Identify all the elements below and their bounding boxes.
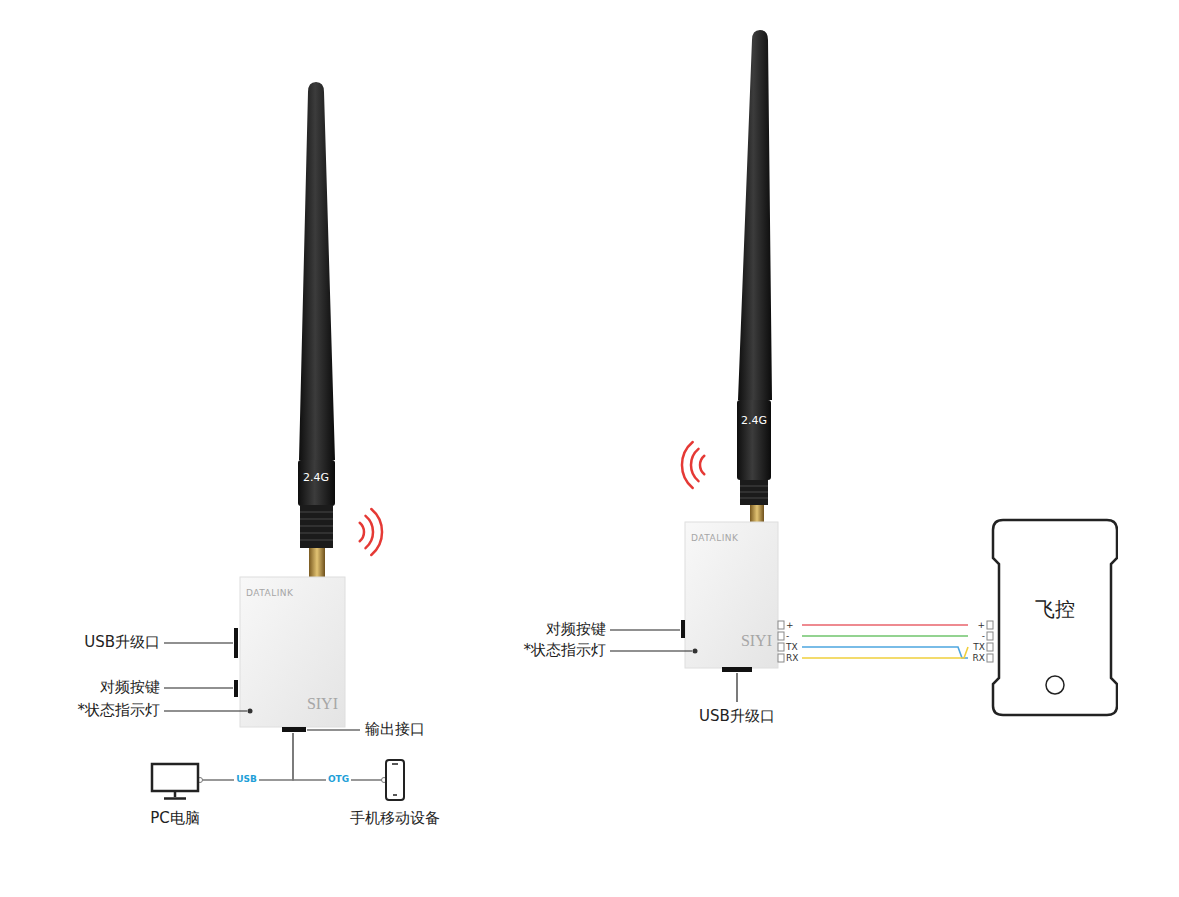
signal-wire: [802, 647, 968, 658]
bind-button: [234, 680, 238, 697]
device-caption: PC电脑: [150, 810, 200, 827]
pin-name: -: [982, 632, 985, 641]
bind-button: [681, 620, 685, 638]
usb-cable: [200, 733, 293, 780]
signal-wire: [802, 635, 968, 637]
pin-name: RX: [786, 654, 798, 663]
datalink-module: DATALINK SIYI: [685, 522, 802, 668]
brand-text: SIYI: [307, 695, 338, 713]
pin-header: [778, 621, 993, 662]
part-label: 输出接口: [365, 721, 425, 738]
leader-line: [164, 630, 737, 730]
module-housing: [240, 577, 345, 727]
status-led: [248, 709, 253, 714]
brand-text: DATALINK: [246, 589, 294, 599]
flight-controller: 飞控: [968, 518, 1118, 718]
part-label: *状态指示灯: [78, 702, 161, 719]
antenna-band: 2.4G: [303, 472, 329, 485]
pin-name: RX: [973, 654, 985, 663]
usb-port: [234, 628, 238, 658]
output-port: [282, 727, 306, 732]
signal-wire: [802, 624, 968, 626]
brand-text: SIYI: [741, 632, 772, 650]
signal-wire: [802, 647, 968, 658]
antenna: [298, 82, 335, 577]
pin-name: TX: [973, 643, 985, 652]
module-housing: [685, 522, 778, 668]
usb-port: [722, 667, 752, 672]
pin-name: -: [786, 632, 789, 641]
brand-text: DATALINK: [691, 534, 739, 544]
node-title: 飞控: [1035, 598, 1075, 620]
monitor-icon: [150, 762, 200, 800]
status-led: [693, 649, 698, 654]
pin-name: +: [977, 621, 985, 630]
part-label: 对频按键: [546, 621, 606, 638]
edge-label: USB: [234, 775, 259, 785]
device-icon: PC电脑: [150, 762, 200, 800]
device-icon: 手机移动设备: [384, 758, 406, 802]
phone-icon: [384, 758, 406, 802]
datalink-module: DATALINK SIYI: [240, 577, 345, 733]
part-label: *状态指示灯: [524, 642, 607, 659]
pin-name: +: [786, 621, 794, 630]
pin-name: TX: [786, 643, 798, 652]
edge-label: OTG: [326, 775, 351, 785]
radio-waves: [360, 442, 705, 555]
part-label: USB升级口: [84, 634, 160, 651]
antenna-band: 2.4G: [741, 415, 767, 428]
device-caption: 手机移动设备: [350, 810, 440, 827]
antenna: [737, 30, 772, 522]
part-label: 对频按键: [100, 679, 160, 696]
part-label: USB升级口: [699, 708, 775, 725]
usb-cable: [293, 733, 384, 780]
